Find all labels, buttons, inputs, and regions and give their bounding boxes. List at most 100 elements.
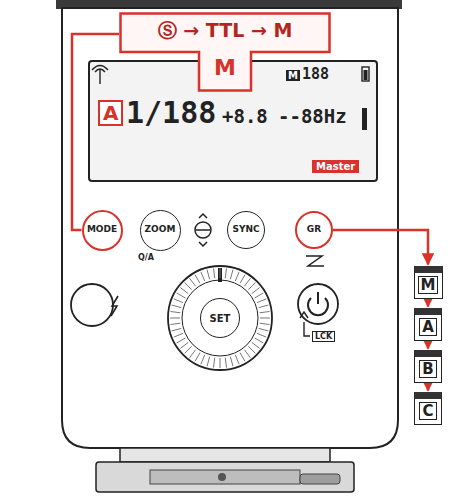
power-value: 1/188 <box>126 96 216 129</box>
dial-knurl <box>225 268 226 278</box>
dial-knurl <box>174 299 183 303</box>
dial-knurl <box>255 293 264 298</box>
power-button <box>298 284 338 324</box>
group-letter: A <box>419 318 437 337</box>
flash-body <box>62 8 398 448</box>
mode-callout: Ⓢ → TTL → M M <box>119 12 331 92</box>
connector-line <box>427 341 430 349</box>
dial-knurl <box>195 353 200 362</box>
shoe-plate <box>150 470 300 484</box>
foot-collar <box>120 448 330 462</box>
dial-knurl <box>248 283 255 290</box>
button-label: SYNC <box>232 225 259 235</box>
zoom-value: 188 <box>302 66 329 83</box>
dial-knurl <box>207 270 210 280</box>
group-icon: M <box>414 266 443 299</box>
master-badge: Master <box>312 160 359 173</box>
lock-label: LCK <box>312 331 335 342</box>
dial-knurl <box>172 328 182 331</box>
battery-icon <box>362 67 369 130</box>
group-icon: B <box>414 350 442 383</box>
dial-knurl <box>235 355 239 364</box>
set-button: SET <box>200 298 240 338</box>
shoe-pin <box>218 473 226 481</box>
connector-line <box>333 230 428 265</box>
group-button: GR <box>295 211 333 249</box>
lock-lever <box>300 474 340 484</box>
dial-knurl <box>172 305 182 308</box>
sync-icon <box>195 214 211 246</box>
group-letter: M <box>418 276 439 295</box>
compensation-value: +8.8 <box>222 106 268 127</box>
dial-knurl <box>235 272 239 281</box>
connector-line <box>72 34 119 230</box>
dial-knurl <box>257 299 266 303</box>
group-letter: B <box>419 360 436 379</box>
dial-knurl <box>220 358 221 368</box>
dial-knurl <box>252 342 260 348</box>
dial-knurl <box>207 357 210 367</box>
connector-line <box>427 383 430 391</box>
dial-knurl <box>248 346 255 353</box>
test-button <box>71 284 113 326</box>
button-label: MODE <box>87 225 117 235</box>
mode-letter: M <box>199 56 251 80</box>
mode-badge: M <box>286 70 300 81</box>
dial-knurl <box>177 338 186 343</box>
dial-knurl <box>230 357 233 367</box>
dial-knurl <box>244 350 250 358</box>
dial-knurl <box>177 293 186 298</box>
dial-knurl <box>252 288 260 294</box>
dial-knurl <box>259 305 269 308</box>
dial-knurl <box>170 311 180 312</box>
dial-knurl <box>260 323 270 324</box>
sync-button: SYNC <box>227 211 265 249</box>
dial-knurl <box>260 318 270 319</box>
dial-knurl <box>190 278 196 286</box>
flash-symbol <box>111 296 118 316</box>
button-label: SET <box>210 313 231 324</box>
dial-knurl <box>230 270 233 280</box>
group-letter: A <box>98 100 123 126</box>
lock-arrow-head <box>300 312 308 318</box>
hot-shoe <box>96 462 354 492</box>
antenna-icon <box>92 66 108 85</box>
dial-knurl <box>240 353 245 362</box>
dial-knurl <box>180 342 188 348</box>
dial-knurl <box>220 268 221 278</box>
lock-arrow <box>304 322 310 336</box>
frequency-value: --88Hz <box>278 106 347 127</box>
dial-knurl <box>260 311 270 312</box>
control-dial <box>168 266 272 370</box>
group-letter: C <box>419 402 436 421</box>
dial-knurl <box>259 328 269 331</box>
dial-knurl <box>180 288 188 294</box>
dial-knurl <box>244 278 250 286</box>
dial-knurl <box>255 338 264 343</box>
dial-knurl <box>185 283 192 290</box>
dial-knurl <box>190 350 196 358</box>
dial-knurl <box>240 275 245 284</box>
dial-knurl <box>170 318 180 319</box>
dial-knurl <box>170 323 180 324</box>
mode-sequence: Ⓢ → TTL → M <box>119 20 331 41</box>
dial-knurl <box>225 358 226 368</box>
button-label: GR <box>307 225 321 235</box>
zigzag-icon <box>306 256 324 266</box>
button-sublabel: Q/A <box>138 253 154 262</box>
dial-knurl <box>213 268 214 278</box>
connector-line <box>427 299 430 307</box>
dial-knurl <box>213 358 214 368</box>
button-label: ZOOM <box>145 225 176 235</box>
mode-button: MODE <box>82 210 123 251</box>
dial-knurl <box>257 333 266 337</box>
dial-knurl <box>185 346 192 353</box>
zoom-button: ZOOM <box>140 210 181 251</box>
dial-knurl <box>201 272 205 281</box>
group-icon: C <box>414 392 442 425</box>
group-icon: A <box>414 308 442 341</box>
dial-knurl <box>201 355 205 364</box>
dial-knurl <box>195 275 200 284</box>
dial-knurl <box>174 333 183 337</box>
